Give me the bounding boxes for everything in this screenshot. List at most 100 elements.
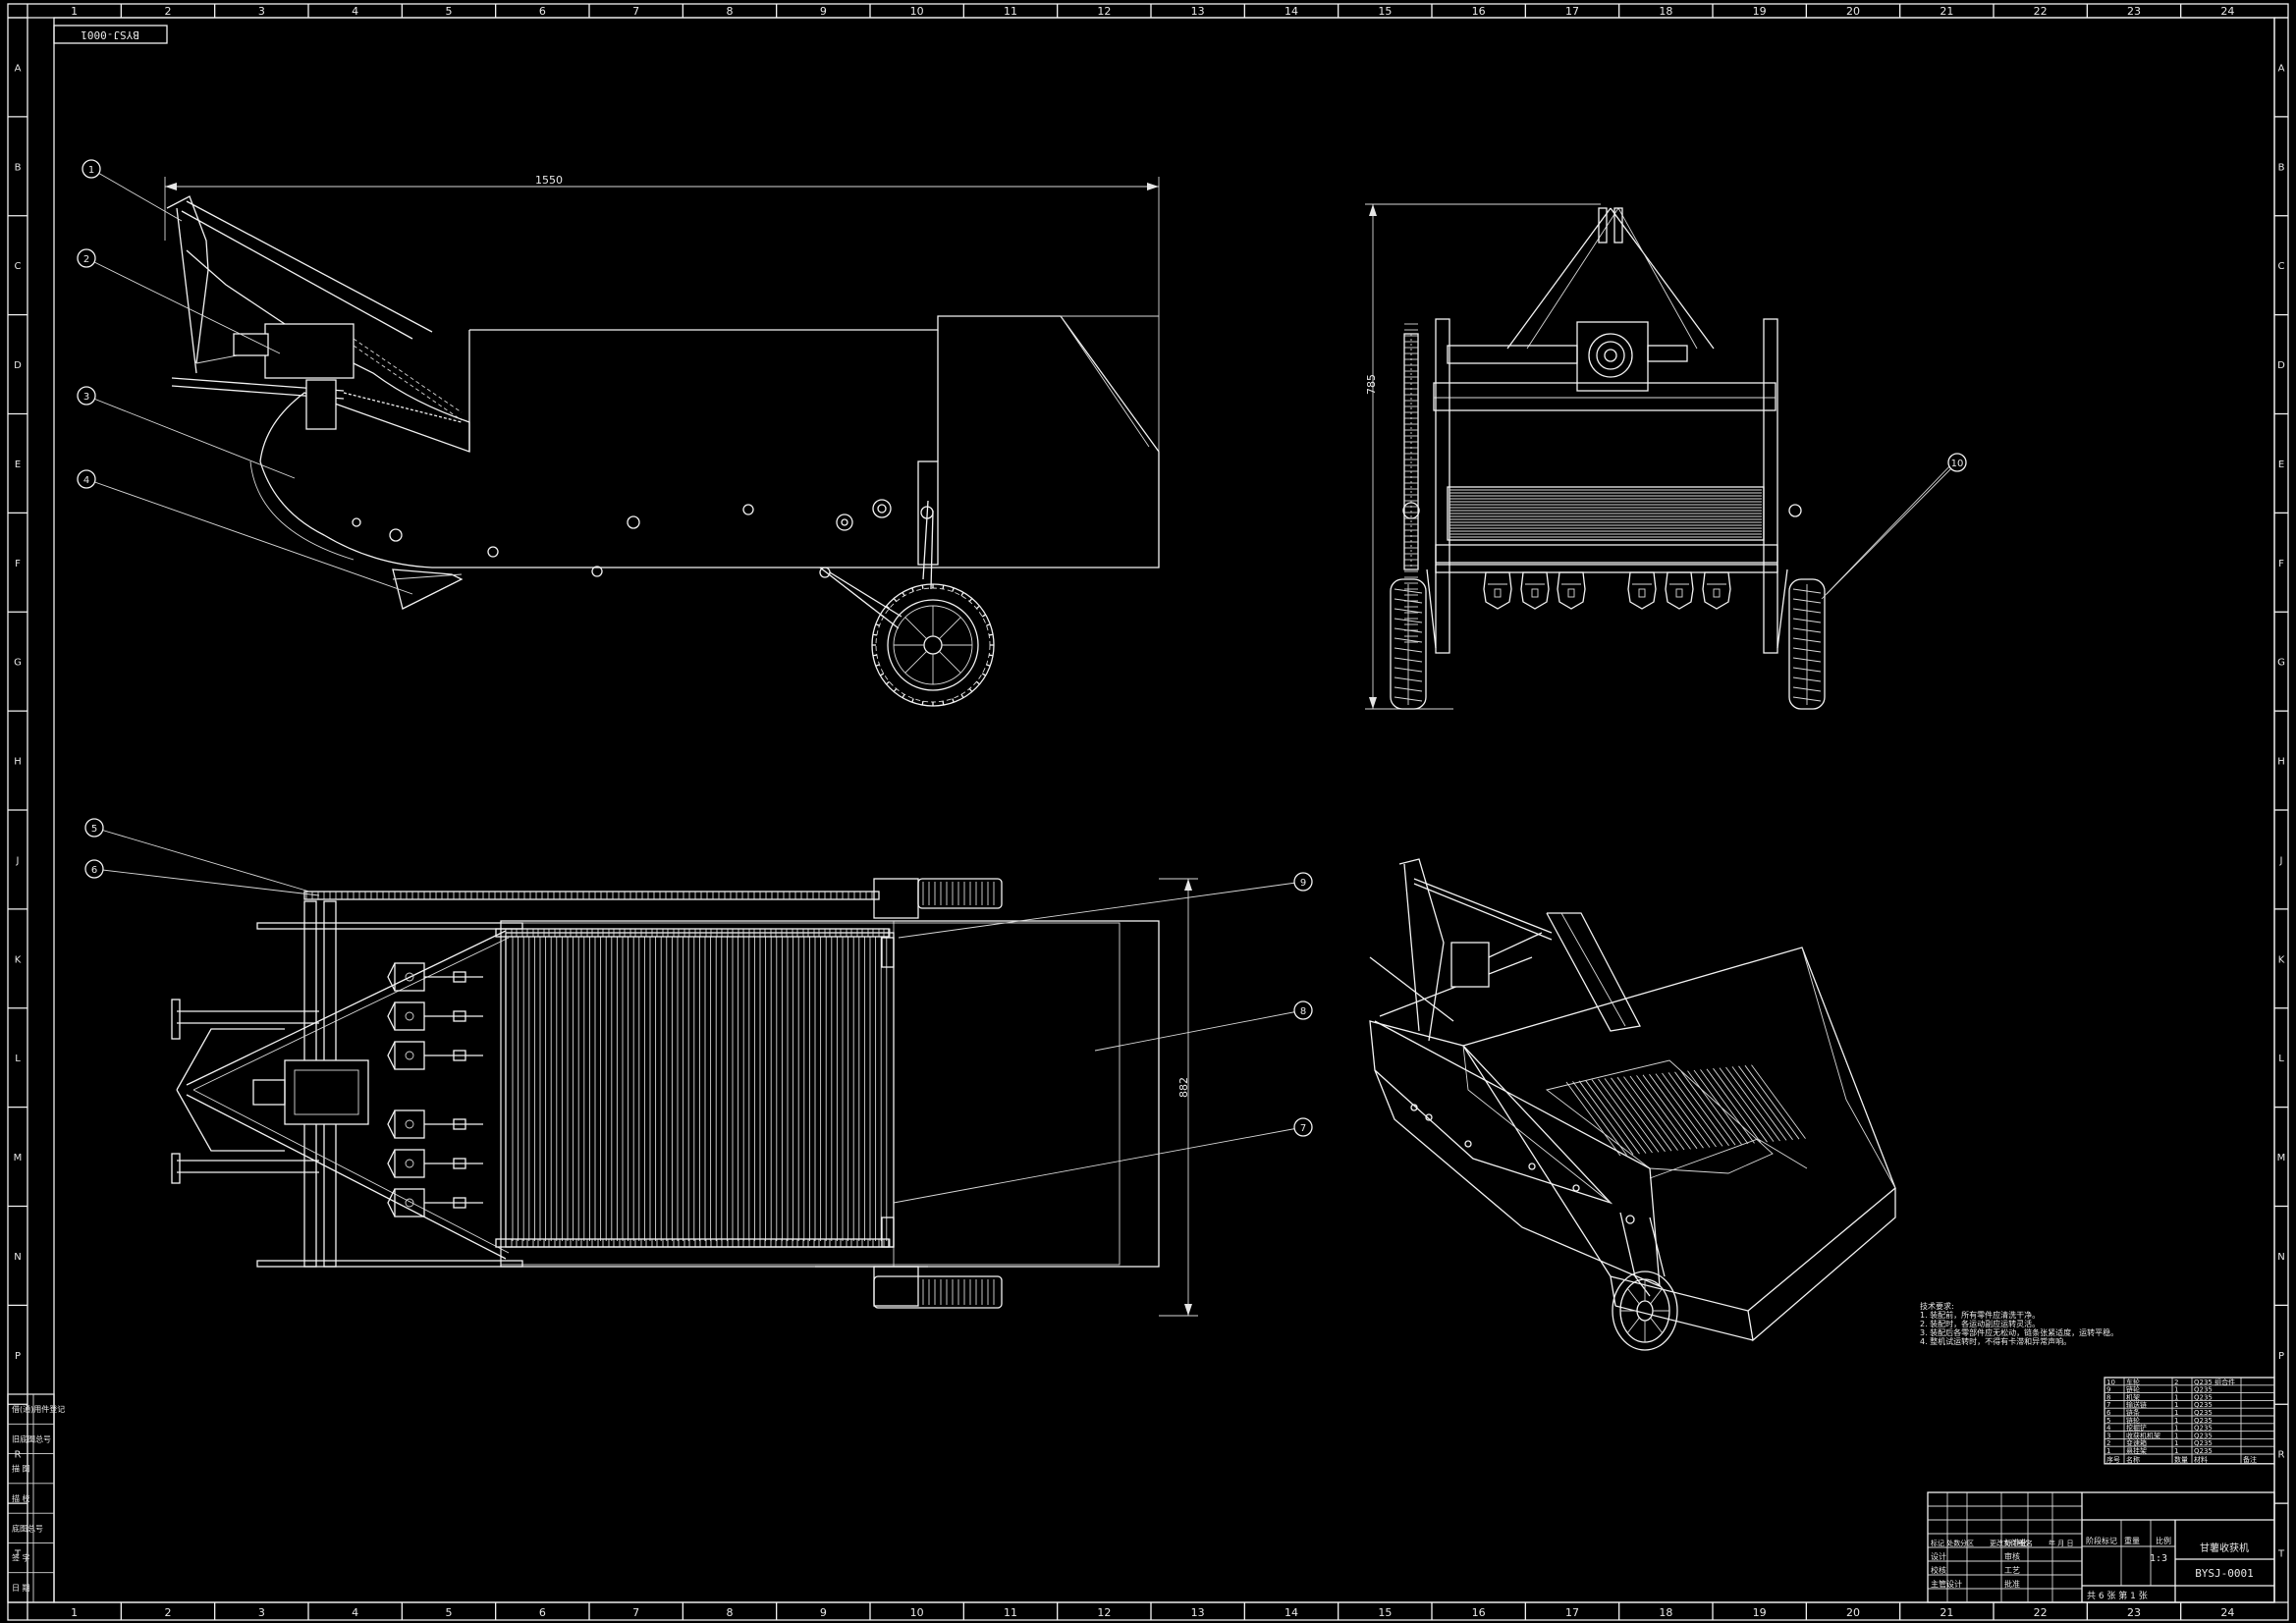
bom-cell: 7: [2106, 1401, 2110, 1409]
column-label: 1: [71, 1606, 78, 1619]
column-label: 7: [632, 5, 639, 18]
bom-cell: Q235 组合件: [2194, 1378, 2235, 1386]
bom-cell: 链轮: [2126, 1416, 2140, 1425]
bom-cell: 3: [2106, 1432, 2110, 1439]
column-label: 18: [1659, 5, 1672, 18]
tb-field-label: 阶段标记: [2086, 1536, 2117, 1545]
bom-cell: 1: [2174, 1401, 2178, 1409]
row-label: K: [15, 954, 22, 965]
column-label: 19: [1753, 5, 1767, 18]
side-table-label: 描 校: [12, 1493, 30, 1503]
column-label: 17: [1565, 5, 1579, 18]
row-label: L: [2278, 1054, 2284, 1064]
tb-role: 设计: [1931, 1551, 1946, 1561]
row-label: E: [2278, 460, 2284, 470]
row-label: A: [2278, 63, 2285, 74]
row-label: M: [2277, 1153, 2286, 1163]
column-label: 11: [1004, 5, 1017, 18]
drawing-title: 甘薯收获机: [2200, 1542, 2249, 1554]
bom-cell: 1: [2174, 1439, 2178, 1447]
bom-cell: 5: [2106, 1417, 2110, 1425]
bom-cell: Q235: [2194, 1401, 2213, 1409]
balloon-label: 8: [1300, 1006, 1306, 1017]
column-label: 18: [1659, 1606, 1672, 1619]
bom-cell: 10: [2106, 1379, 2115, 1386]
row-label: N: [14, 1252, 21, 1263]
column-label: 9: [820, 5, 827, 18]
bom-header: 名称: [2126, 1455, 2140, 1464]
balloon-label: 10: [1951, 459, 1964, 469]
drawing-number: BYSJ-0001: [2195, 1567, 2254, 1580]
bom-cell: 4: [2106, 1425, 2111, 1433]
row-label: C: [15, 261, 22, 272]
column-label: 20: [1846, 5, 1860, 18]
side-view: 1550: [164, 174, 1160, 707]
column-label: 3: [258, 1606, 265, 1619]
tb-row-label: 更改文件号: [1990, 1539, 2024, 1547]
bom-header: 数量: [2174, 1455, 2188, 1464]
bom-cell: 2: [2174, 1379, 2178, 1386]
side-table-label: 描 图: [12, 1464, 30, 1474]
tb-row-label: 分区: [1960, 1539, 1974, 1547]
bom-cell: 挖掘铲: [2126, 1424, 2147, 1433]
isometric-view: [1369, 858, 1896, 1351]
bom-cell: 链条: [2126, 1408, 2140, 1417]
tb-role: 批准: [2004, 1579, 2020, 1589]
bom-cell: 收获机机架: [2126, 1431, 2160, 1439]
bom-header: 序号: [2106, 1455, 2120, 1464]
column-label: 14: [1285, 1606, 1298, 1619]
column-label: 2: [165, 1606, 172, 1619]
column-label: 11: [1004, 1606, 1017, 1619]
tb-field-label: 重量: [2124, 1536, 2140, 1545]
column-label: 10: [910, 1606, 924, 1619]
side-table-label: 借(通)用件登记: [12, 1404, 65, 1414]
bom-cell: 1: [2174, 1432, 2178, 1439]
dim-length: 1550: [535, 174, 563, 187]
bom-cell: 1: [2174, 1386, 2178, 1394]
column-label: 22: [2034, 5, 2048, 18]
bom-cell: Q235: [2194, 1425, 2213, 1433]
bom-cell: Q235: [2194, 1439, 2213, 1447]
top-view: 882: [171, 878, 1198, 1317]
balloon-label: 4: [83, 475, 89, 486]
column-label: 8: [727, 5, 734, 18]
column-label: 7: [632, 1606, 639, 1619]
technical-requirements: 技术要求:1. 装配前，所有零件应清洗干净。2. 装配时，各运动副应运转灵活。3…: [1920, 1301, 2118, 1346]
column-label: 15: [1378, 1606, 1392, 1619]
row-label: P: [15, 1351, 21, 1362]
side-table-label: 底图总号: [12, 1523, 43, 1533]
column-label: 1: [71, 5, 78, 18]
column-label: 4: [352, 1606, 358, 1619]
column-label: 15: [1378, 5, 1392, 18]
tech-requirement-line: 2. 装配时，各运动副应运转灵活。: [1920, 1319, 2040, 1328]
bom-cell: Q235: [2194, 1393, 2213, 1401]
tech-requirement-line: 1. 装配前，所有零件应清洗干净。: [1920, 1310, 2040, 1320]
bom-cell: Q235: [2194, 1417, 2213, 1425]
bom-cell: 1: [2174, 1409, 2178, 1417]
row-label: D: [2277, 360, 2285, 371]
column-label: 5: [446, 5, 453, 18]
drawing-number-stamp: [53, 25, 168, 44]
column-label: 13: [1191, 1606, 1205, 1619]
row-label: R: [15, 1450, 22, 1461]
balloon-label: 3: [83, 392, 89, 403]
bom-cell: 1: [2174, 1425, 2178, 1433]
row-label: L: [15, 1054, 21, 1064]
row-label: F: [15, 559, 21, 569]
bom-cell: 2: [2106, 1439, 2110, 1447]
column-label: 10: [910, 5, 924, 18]
column-label: 16: [1472, 1606, 1486, 1619]
row-label: T: [2277, 1549, 2285, 1560]
row-label: R: [2278, 1450, 2285, 1461]
row-label: J: [16, 855, 20, 866]
column-label: 21: [1940, 1606, 1953, 1619]
drawing-number-mirrored: BYSJ-0001: [81, 28, 139, 41]
row-label: G: [14, 658, 22, 669]
column-label: 16: [1472, 5, 1486, 18]
row-label: T: [14, 1549, 22, 1560]
